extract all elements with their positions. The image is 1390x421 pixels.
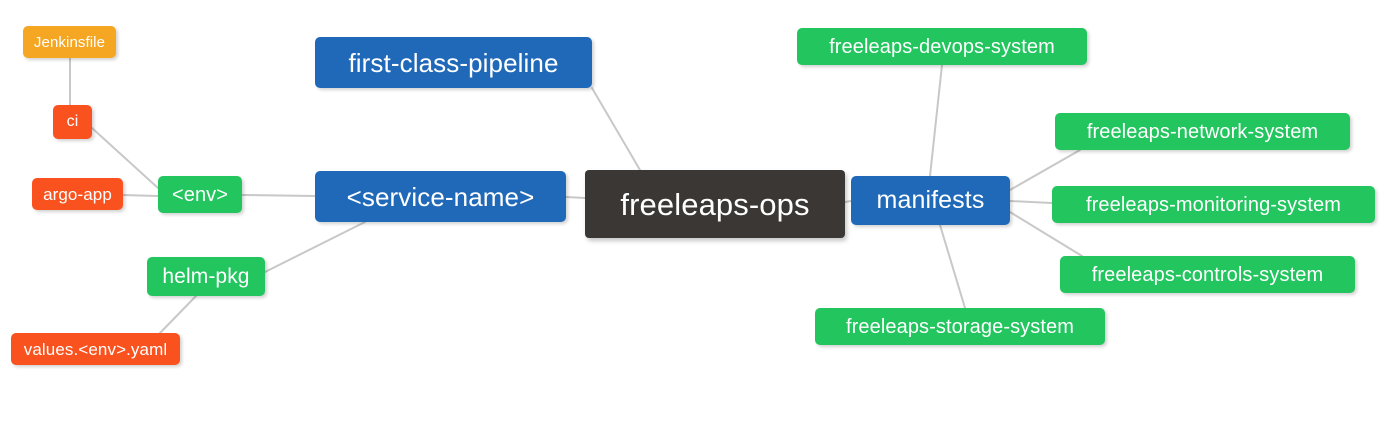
node-controls-system[interactable]: freeleaps-controls-system: [1060, 256, 1355, 293]
edge-manifests-to-monitoring-system: [1009, 200, 1053, 204]
node-label: <env>: [171, 183, 229, 206]
edge-root-to-service-name: [565, 196, 586, 199]
node-service-name[interactable]: <service-name>: [315, 171, 566, 222]
node-monitoring-system[interactable]: freeleaps-monitoring-system: [1052, 186, 1375, 223]
node-label: helm-pkg: [162, 265, 250, 288]
node-label: first-class-pipeline: [348, 47, 559, 78]
node-values-yaml[interactable]: values.<env>.yaml: [11, 333, 180, 365]
node-label: Jenkinsfile: [33, 33, 106, 51]
node-network-system[interactable]: freeleaps-network-system: [1055, 113, 1350, 150]
node-label: argo-app: [43, 184, 112, 204]
node-label: freeleaps-devops-system: [829, 35, 1055, 58]
node-ci[interactable]: ci: [53, 105, 92, 139]
node-storage-system[interactable]: freeleaps-storage-system: [815, 308, 1105, 345]
node-manifests[interactable]: manifests: [851, 176, 1010, 225]
node-helm-pkg[interactable]: helm-pkg: [147, 257, 265, 296]
edge-helm-pkg-to-values-yaml: [159, 295, 197, 334]
node-devops-system[interactable]: freeleaps-devops-system: [797, 28, 1087, 65]
edge-service-name-to-helm-pkg: [264, 221, 366, 273]
edge-root-to-first-class-pipeline: [591, 87, 641, 171]
node-label: freeleaps-storage-system: [845, 315, 1075, 338]
node-label: freeleaps-monitoring-system: [1085, 193, 1341, 216]
edge-env-to-argo-app: [122, 194, 159, 197]
node-label: values.<env>.yaml: [23, 339, 168, 359]
node-jenkinsfile[interactable]: Jenkinsfile: [23, 26, 116, 58]
node-first-class-pipeline[interactable]: first-class-pipeline: [315, 37, 592, 88]
node-argo-app[interactable]: argo-app: [32, 178, 123, 210]
edge-manifests-to-storage-system: [939, 224, 966, 309]
node-label: freeleaps-controls-system: [1091, 263, 1324, 286]
node-label: ci: [66, 113, 79, 130]
node-root[interactable]: freeleaps-ops: [585, 170, 845, 238]
edge-manifests-to-network-system: [1009, 149, 1081, 191]
node-env[interactable]: <env>: [158, 176, 242, 213]
node-label: freeleaps-network-system: [1086, 120, 1319, 143]
node-label: freeleaps-ops: [620, 186, 810, 222]
node-label: manifests: [876, 186, 985, 214]
edge-service-name-to-env: [241, 194, 316, 197]
edge-manifests-to-devops-system: [929, 64, 943, 177]
node-label: <service-name>: [346, 181, 535, 212]
